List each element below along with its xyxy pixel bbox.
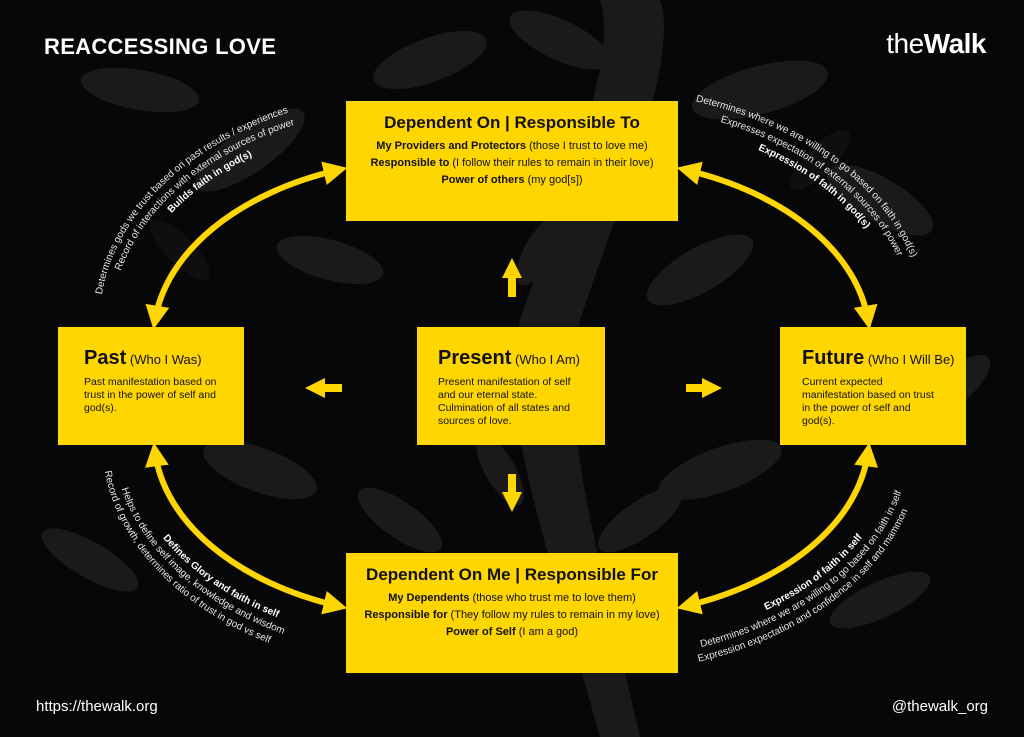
social-handle[interactable]: @thewalk_org bbox=[891, 698, 988, 715]
box-dependent-on: Dependent On | Responsible To My Provide… bbox=[346, 101, 678, 221]
arc-text-tr-2: Expresses expectation of external source… bbox=[719, 114, 905, 258]
arc-text-tl-2: Record of interactions with external sou… bbox=[113, 117, 296, 272]
box-dependent-on-me-line-2: Responsible for (They follow my rules to… bbox=[364, 609, 660, 621]
box-dependent-on-line-2: Responsible to (I follow their rules to … bbox=[370, 157, 654, 169]
logo-part-walk: Walk bbox=[923, 28, 987, 59]
box-dependent-on-me-title: Dependent On Me | Responsible For bbox=[366, 565, 658, 584]
box-present: Present (Who I Am) Present manifestation… bbox=[417, 327, 605, 445]
logo-part-the: the bbox=[886, 28, 924, 59]
box-dependent-on-line-3: Power of others (my god[s]) bbox=[441, 174, 583, 186]
box-dependent-on-line-1: My Providers and Protectors (those I tru… bbox=[376, 140, 648, 152]
box-present-title: Present (Who I Am) bbox=[438, 347, 580, 369]
box-past-title: Past (Who I Was) bbox=[84, 347, 202, 369]
arrow-left bbox=[305, 378, 342, 398]
box-present-body: Present manifestation of self and our et… bbox=[438, 376, 571, 428]
box-dependent-on-me: Dependent On Me | Responsible For My Dep… bbox=[346, 553, 678, 673]
box-dependent-on-title: Dependent On | Responsible To bbox=[384, 113, 640, 132]
arc-arrow-past-to-bottom bbox=[144, 442, 348, 615]
arc-text-bl-2: Helps to define self image, knowledge an… bbox=[119, 486, 286, 637]
arc-arrow-past-to-top bbox=[145, 161, 348, 330]
box-dependent-on-me-line-3: Power of Self (I am a god) bbox=[445, 626, 579, 638]
arc-text-br-2: Determines where we are willing to go ba… bbox=[699, 489, 904, 650]
arrow-down bbox=[502, 474, 522, 512]
page-title: REACCESSING LOVE bbox=[44, 34, 277, 59]
box-future-body: Current expected manifestation based on … bbox=[802, 376, 934, 428]
arc-arrow-top-to-future bbox=[676, 161, 878, 330]
box-future: Future (Who I Will Be) Current expected … bbox=[780, 327, 966, 445]
brand-logo[interactable]: theWalk bbox=[886, 28, 986, 60]
box-past-body: Past manifestation based on trust in the… bbox=[84, 376, 217, 415]
arrow-up bbox=[502, 258, 522, 297]
website-link[interactable]: https://thewalk.org bbox=[36, 698, 158, 715]
box-past: Past (Who I Was) Past manifestation base… bbox=[58, 327, 244, 445]
box-future-title: Future (Who I Will Be) bbox=[802, 347, 955, 369]
box-dependent-on-me-line-1: My Dependents (those who trust me to lov… bbox=[388, 592, 636, 604]
arrow-right bbox=[686, 378, 722, 398]
arc-arrow-bottom-to-future bbox=[676, 442, 879, 615]
